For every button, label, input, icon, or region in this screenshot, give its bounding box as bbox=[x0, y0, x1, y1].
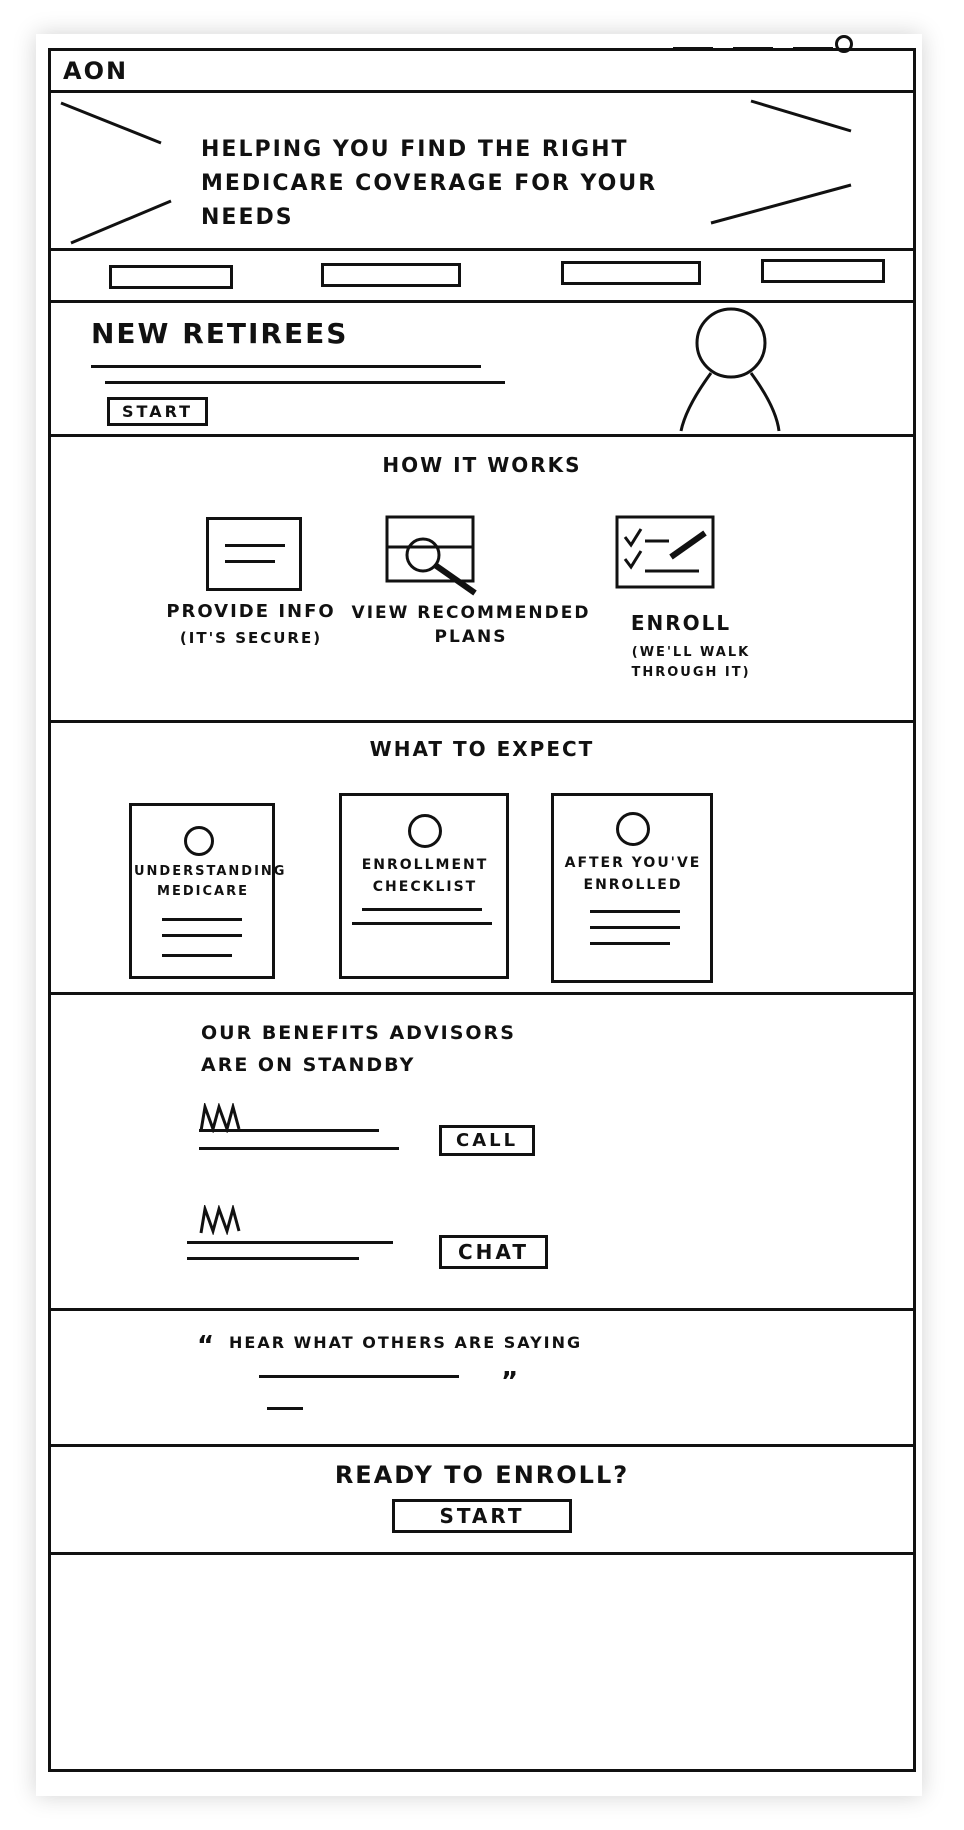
step-label: PROVIDE INFO bbox=[166, 601, 336, 622]
chat-icon bbox=[199, 1205, 241, 1235]
hero-headline: HELPING YOU FIND THE RIGHT MEDICARE COVE… bbox=[201, 137, 658, 230]
testimonials-title: HEAR WHAT OTHERS ARE SAYING bbox=[229, 1333, 583, 1352]
what-to-expect-title: WHAT TO EXPECT bbox=[369, 737, 595, 761]
open-quote-icon: “ bbox=[197, 1331, 215, 1361]
info-card[interactable]: AFTER YOU'VE ENROLLED bbox=[551, 793, 713, 983]
step-sub: (IT'S SECURE) bbox=[179, 629, 323, 647]
step-label: VIEW RECOMMENDED PLANS bbox=[351, 603, 591, 647]
text-line bbox=[105, 381, 505, 384]
document-icon bbox=[206, 517, 302, 591]
hero-banner: HELPING YOU FIND THE RIGHT MEDICARE COVE… bbox=[51, 93, 913, 251]
hero-image-placeholder bbox=[60, 99, 852, 245]
nav-tab-2[interactable] bbox=[321, 263, 461, 287]
card-title: ENROLLMENT CHECKLIST bbox=[361, 857, 489, 895]
nav-tab-1[interactable] bbox=[109, 265, 233, 289]
card-icon bbox=[408, 814, 442, 848]
step-label: ENROLL bbox=[630, 611, 732, 635]
info-card[interactable]: ENROLLMENT CHECKLIST bbox=[339, 793, 509, 979]
nav-strip bbox=[51, 251, 913, 303]
info-card[interactable]: UNDERSTANDING MEDICARE bbox=[129, 803, 287, 979]
cta-title: READY TO ENROLL? bbox=[334, 1461, 630, 1489]
card-icon bbox=[184, 826, 214, 856]
call-button[interactable]: CALL bbox=[439, 1125, 536, 1156]
close-quote-icon: ” bbox=[501, 1367, 519, 1397]
what-to-expect-section: WHAT TO EXPECT UNDERSTANDING MEDICARE EN… bbox=[51, 723, 913, 995]
person-icon bbox=[679, 307, 781, 432]
page-frame: AON HELPING YOU FIND THE RIGHT MEDICARE … bbox=[48, 35, 916, 1772]
new-retirees-section: NEW RETIREES START bbox=[51, 303, 913, 437]
advisors-title: OUR BENEFITS ADVISORS ARE ON STANDBY bbox=[201, 1022, 516, 1076]
advisors-section: OUR BENEFITS ADVISORS ARE ON STANDBY CAL… bbox=[51, 995, 913, 1311]
cta-button-wrap: START bbox=[51, 1499, 913, 1533]
testimonials-section: “ HEAR WHAT OTHERS ARE SAYING ” bbox=[51, 1311, 913, 1447]
phone-icon bbox=[199, 1103, 241, 1133]
text-line bbox=[91, 365, 481, 368]
checklist-icon bbox=[615, 515, 715, 589]
nav-tab-4[interactable] bbox=[761, 259, 885, 283]
cta-section: READY TO ENROLL? START bbox=[51, 1447, 913, 1555]
nav-link-3[interactable] bbox=[793, 47, 833, 50]
card-title: UNDERSTANDING MEDICARE bbox=[134, 864, 287, 899]
new-retirees-title: NEW RETIREES bbox=[91, 317, 349, 350]
logo[interactable]: AON bbox=[63, 57, 129, 85]
start-button[interactable]: START bbox=[107, 397, 209, 426]
chat-button[interactable]: CHAT bbox=[439, 1235, 548, 1269]
start-button[interactable]: START bbox=[392, 1499, 572, 1533]
how-it-works-title: HOW IT WORKS bbox=[382, 453, 582, 477]
top-bar: AON bbox=[51, 35, 913, 93]
nav-link-1[interactable] bbox=[673, 47, 713, 50]
step-sub: (WE'LL WALK THROUGH IT) bbox=[631, 645, 751, 680]
card-title: AFTER YOU'VE ENROLLED bbox=[564, 855, 702, 893]
magnifier-icon bbox=[385, 515, 477, 596]
nav-link-2[interactable] bbox=[733, 47, 773, 50]
search-icon[interactable] bbox=[835, 35, 853, 53]
card-icon bbox=[616, 812, 650, 846]
nav-tab-3[interactable] bbox=[561, 261, 701, 285]
how-it-works-section: HOW IT WORKS PROVIDE INFO (IT'S SECURE) … bbox=[51, 437, 913, 723]
